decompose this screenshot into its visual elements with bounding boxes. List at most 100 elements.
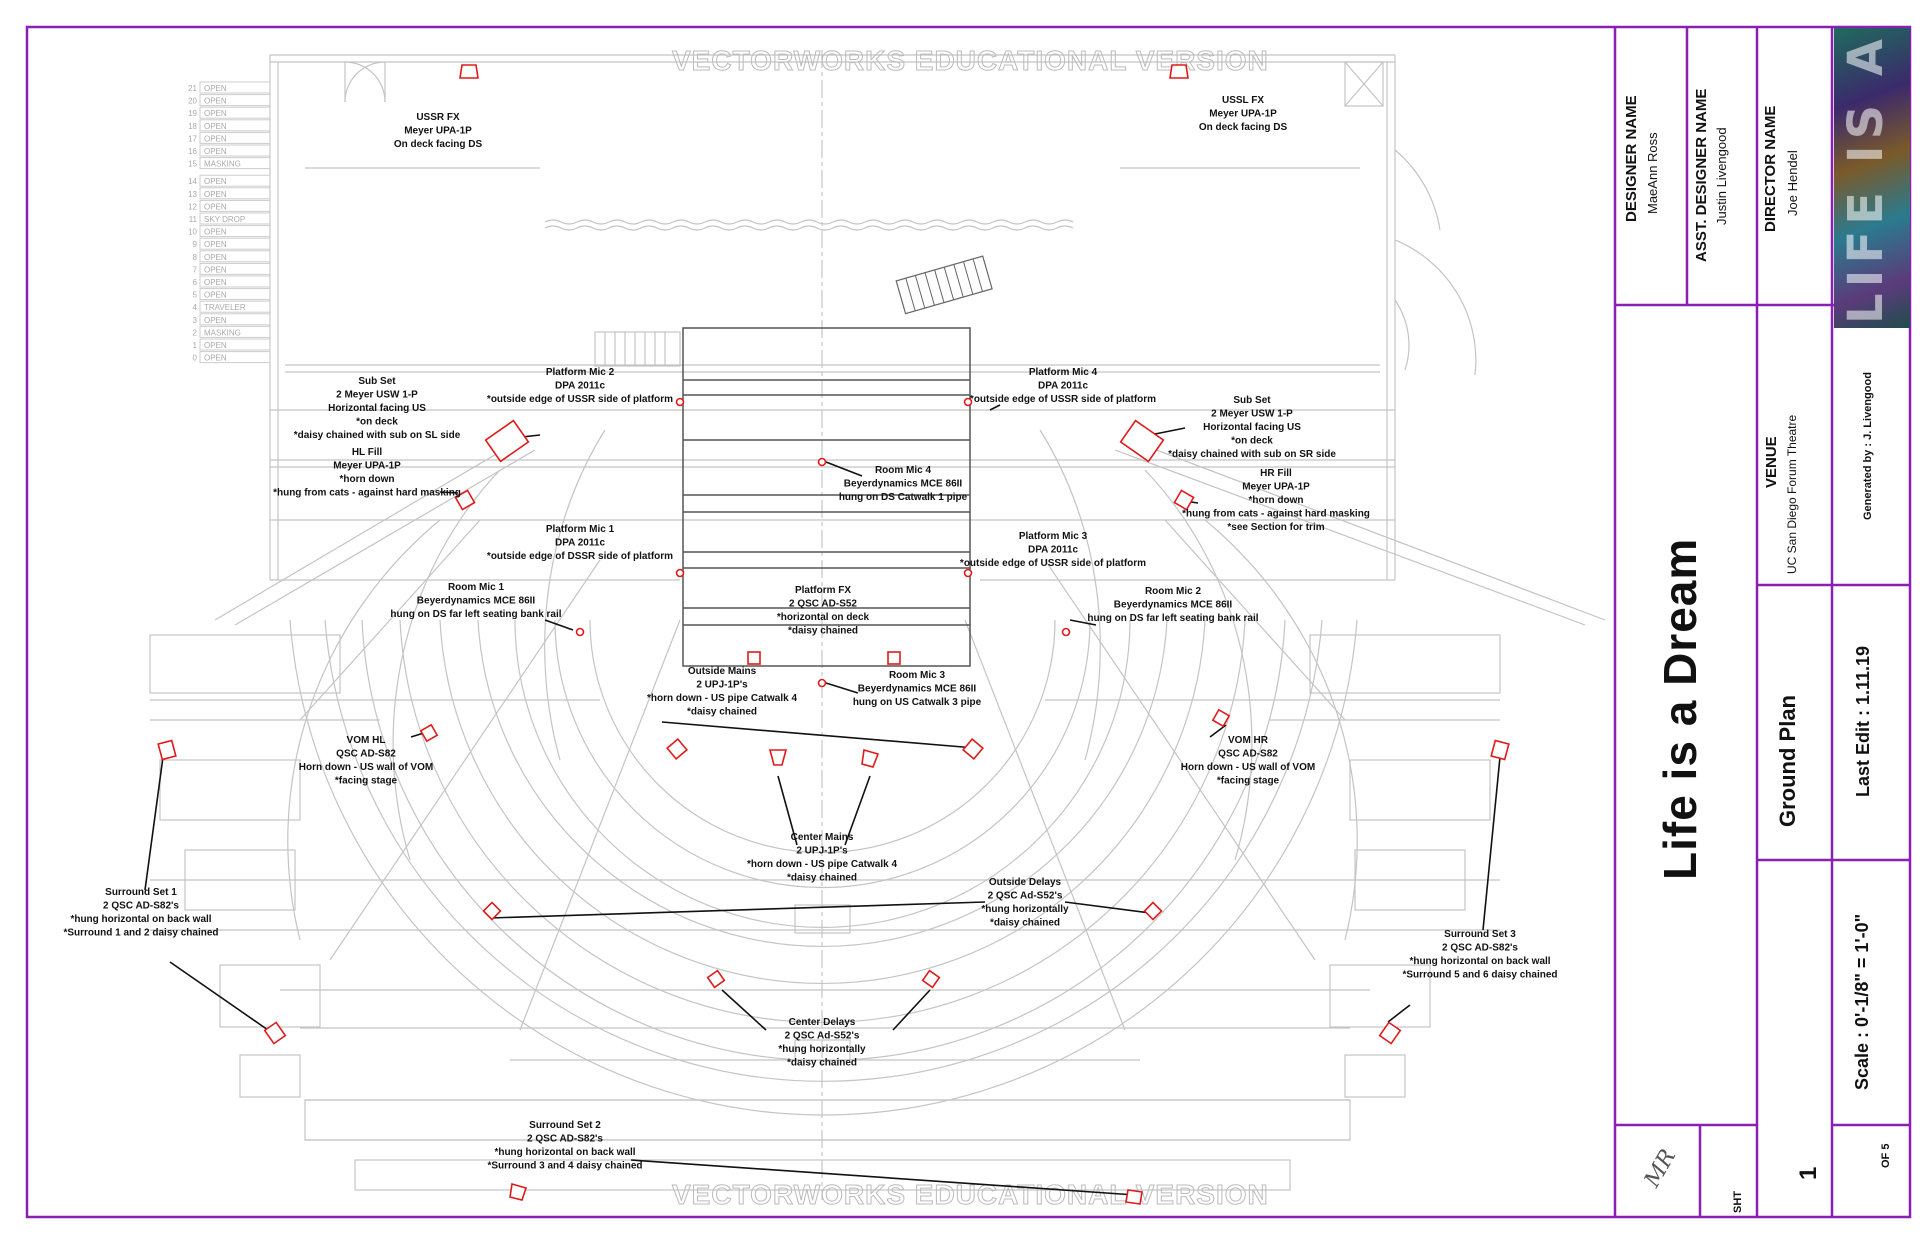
label-line: USSR FX (416, 112, 460, 123)
plate-title: Ground Plan (1775, 695, 1800, 827)
label-line: *daisy chained (788, 626, 858, 637)
rail-slot (199, 106, 271, 119)
speaker-symbols (157, 64, 1510, 1205)
surround-1-speaker-b (263, 1021, 287, 1045)
rail-name: OPEN (204, 84, 227, 93)
label-line: Platform FX (795, 585, 851, 596)
label-line: VOM HR (1228, 735, 1269, 746)
label-line: Surround Set 2 (529, 1120, 601, 1131)
rail-slot (199, 144, 271, 157)
label-line: *daisy chained with sub on SR side (1168, 449, 1336, 460)
rail-name: OPEN (204, 265, 227, 274)
center-mains-speaker-left (768, 749, 788, 766)
rail-name: MASKING (204, 328, 241, 337)
platform-mic-2 (675, 397, 685, 407)
room-mic-1 (575, 627, 585, 637)
label-line: 2 UPJ-1P's (696, 680, 748, 691)
platform-mic-1 (675, 568, 685, 578)
platform-mic-4 (963, 397, 973, 407)
rail-slot (199, 225, 271, 238)
label-line: hung on DS far left seating bank rail (1087, 613, 1258, 624)
label-line: 2 QSC AD-S82's (527, 1134, 603, 1145)
label-line: hung on US Catwalk 3 pipe (853, 697, 982, 708)
last-edit: Last Edit : 1.11.19 (1853, 645, 1873, 797)
label-line: Outside Mains (688, 666, 757, 677)
ussl-fx-speaker (1169, 64, 1189, 79)
label-line: Center Delays (789, 1017, 856, 1028)
rail-slot (199, 275, 271, 288)
label-line: *hung horizontal on back wall (70, 914, 211, 925)
label-line: Beyerdynamics MCE 86II (1114, 600, 1233, 611)
rail-name: OPEN (204, 240, 227, 249)
venue-name: UC San Diego Forum Theatre (1785, 414, 1799, 574)
label-line: *horizontal on deck (777, 612, 870, 623)
sheet-of: OF 5 (1880, 1143, 1892, 1168)
outside-delays-speaker-right (1143, 901, 1163, 921)
label-line: DPA 2011c (1028, 545, 1078, 556)
rail-name: TRAVELER (204, 303, 246, 312)
label-line: Horn down - US wall of VOM (1181, 762, 1315, 773)
label-line: Platform Mic 2 (546, 367, 615, 378)
surround-2-speaker-b (1125, 1189, 1143, 1205)
designer-heading: DESIGNER NAME (1623, 95, 1640, 222)
label-line: *daisy chained (787, 873, 857, 884)
rail-name: SKY DROP (204, 215, 245, 224)
play-title: Life is a Dream (1654, 537, 1706, 880)
label-line: 2 Meyer USW 1-P (336, 390, 418, 401)
rail-slot (199, 237, 271, 250)
center-delays-speaker-left (706, 969, 726, 989)
label-line: hung on DS Catwalk 1 pipe (839, 492, 968, 503)
outside-delays-speaker-left (482, 901, 502, 921)
director-name: Joe Hendel (1785, 150, 1800, 216)
rail-slot (199, 325, 271, 338)
rail-name: OPEN (204, 354, 227, 363)
label-line: DPA 2011c (1038, 381, 1088, 392)
label-line: Surround Set 3 (1444, 929, 1516, 940)
rail-number: 9 (193, 240, 198, 249)
label-line: Room Mic 2 (1145, 586, 1202, 597)
label-line: Room Mic 1 (448, 582, 505, 593)
rail-number: 0 (193, 354, 198, 363)
rail-number: 12 (188, 202, 197, 211)
room-mic-4 (817, 457, 827, 467)
sheet-border (25, 25, 1912, 1219)
designer-name: MaeAnn Ross (1645, 132, 1660, 214)
director-heading: DIRECTOR NAME (1762, 105, 1779, 232)
rail-slot (199, 288, 271, 301)
designer-logo-monogram: MR (1640, 1144, 1682, 1192)
rail-slot (199, 250, 271, 263)
label-line: *hung horizontal on back wall (1409, 956, 1550, 967)
rail-name: OPEN (204, 291, 227, 300)
label-line: *outside edge of DSSR side of platform (487, 551, 673, 562)
designer-logo: MR (1633, 1140, 1689, 1196)
label-platform-fx: Platform FX 2 QSC AD-S52 *horizontal on de… (777, 585, 870, 637)
sheet-label: SHT (1732, 1191, 1744, 1213)
rail-name: OPEN (204, 177, 227, 186)
rail-slot (199, 199, 271, 212)
surround-1-speaker-a (157, 739, 177, 761)
label-room-mic-2: Room Mic 2 Beyerdynamics MCE 86II hung on … (1087, 586, 1258, 624)
label-line: *horn down - US pipe Catwalk 4 (747, 859, 897, 870)
rail-name: OPEN (204, 202, 227, 211)
label-line: *hung horizontally (778, 1044, 866, 1055)
label-line: 2 QSC AD-S52 (789, 599, 857, 610)
rail-name: OPEN (204, 228, 227, 237)
label-line: *outside edge of USSR side of platform (487, 394, 673, 405)
rail-name: OPEN (204, 253, 227, 262)
platform-fx-speaker-right (887, 651, 901, 665)
